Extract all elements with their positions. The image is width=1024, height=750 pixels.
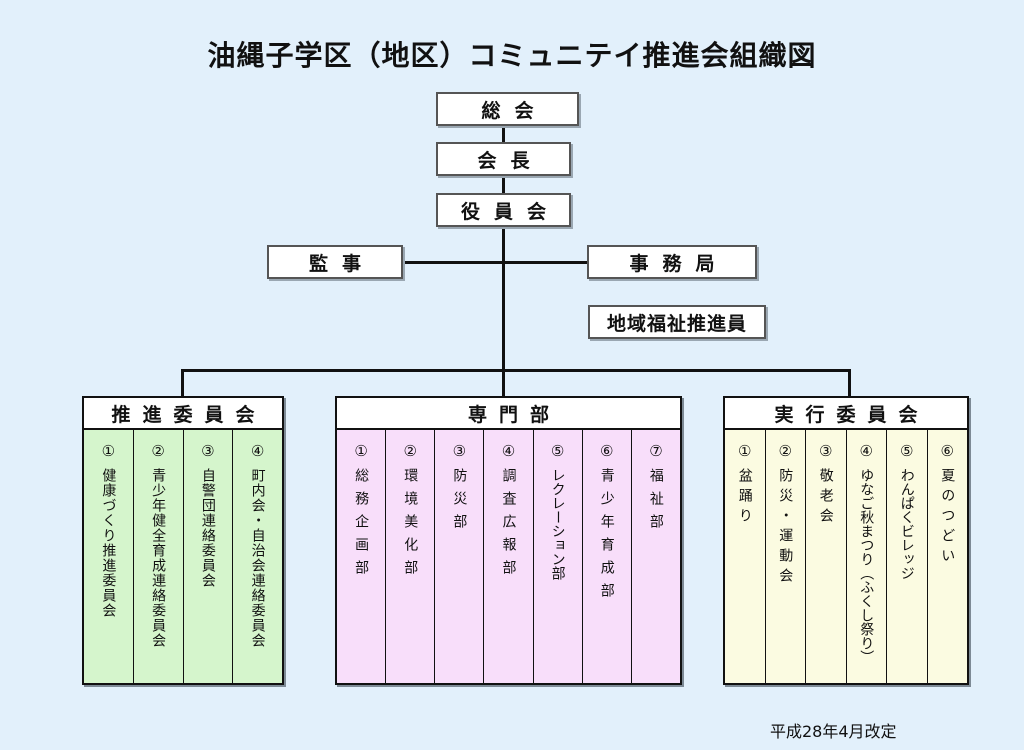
officers-box: 役員会 xyxy=(436,193,571,227)
side-branch-line xyxy=(402,261,587,264)
general-assembly-box: 総会 xyxy=(436,92,579,126)
secretariat-box: 事務局 xyxy=(587,245,757,279)
trunk-line xyxy=(502,125,505,370)
group-header: 推進委員会 xyxy=(84,398,282,430)
general-assembly-label: 総会 xyxy=(481,99,548,122)
chart-title: 油縄子学区（地区）コミュニテイ推進会組織図 xyxy=(207,39,817,72)
bottom-branch-line xyxy=(181,369,851,372)
auditor-label: 監事 xyxy=(308,252,375,275)
group-header: 実行委員会 xyxy=(725,398,967,430)
chairman-box: 会長 xyxy=(436,142,571,176)
welfare-promoter-label: 地域福祉推進員 xyxy=(606,312,747,335)
welfare-promoter-box: 地域福祉推進員 xyxy=(588,305,766,339)
branch-drop-right xyxy=(848,369,851,396)
auditor-box: 監事 xyxy=(267,245,403,279)
revision-note: 平成28年4月改定 xyxy=(770,722,897,741)
officers-label: 役員会 xyxy=(460,200,560,223)
chairman-label: 会長 xyxy=(477,149,544,172)
secretariat-label: 事務局 xyxy=(629,252,729,275)
group-header: 専門部 xyxy=(337,398,680,430)
branch-drop-left xyxy=(181,369,184,396)
branch-drop-center xyxy=(502,369,505,396)
